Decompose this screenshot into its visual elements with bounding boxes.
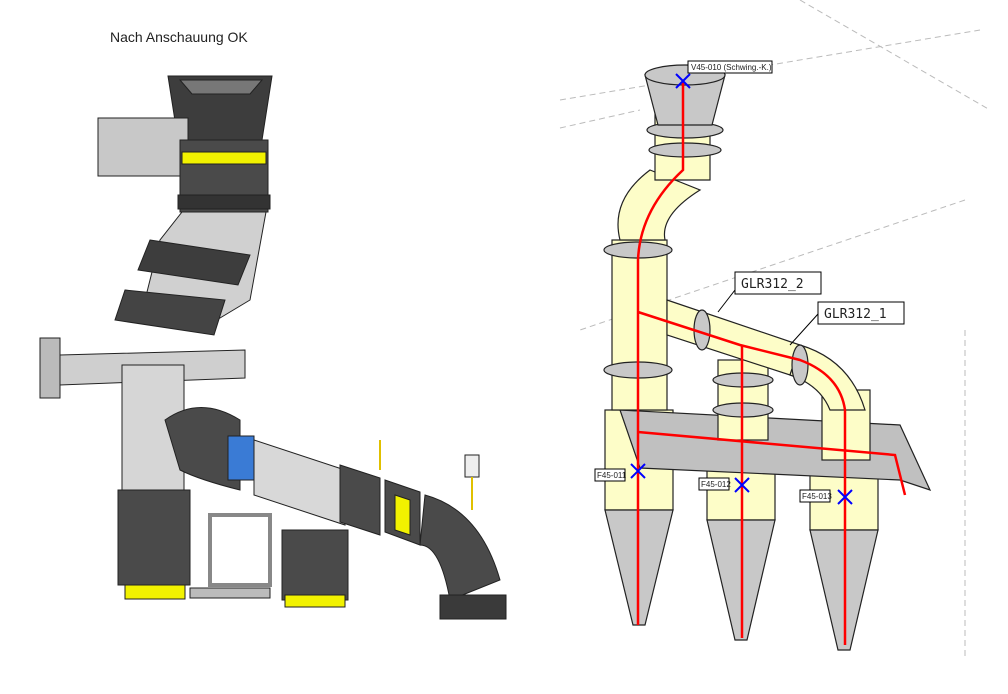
label-f45-011: F45-011 xyxy=(594,468,627,482)
svg-text:GLR312_2: GLR312_2 xyxy=(741,277,804,292)
caption: Nach Anschauung OK xyxy=(110,29,248,45)
yellow-ring xyxy=(181,151,267,165)
callout-glr312-1: GLR312_1 xyxy=(789,301,905,346)
callout-glr312-2: GLR312_2 xyxy=(717,271,822,313)
svg-text:F45-013: F45-013 xyxy=(802,492,832,501)
schematic: V45-010 (Schwing.-K.) GLR312_2 GLR312_1 … xyxy=(559,0,991,660)
label-top: V45-010 (Schwing.-K.) xyxy=(687,60,773,74)
cyclones xyxy=(603,64,932,651)
svg-text:F45-011: F45-011 xyxy=(597,471,627,480)
center-line-route xyxy=(636,80,907,645)
render-3d xyxy=(39,75,507,620)
svg-text:V45-010 (Schwing.-K.): V45-010 (Schwing.-K.) xyxy=(691,63,772,72)
stand xyxy=(208,513,272,587)
support-beam-top xyxy=(97,117,189,177)
svg-text:GLR312_1: GLR312_1 xyxy=(824,307,887,322)
blue-ring xyxy=(227,435,255,481)
pipe-lower-middle xyxy=(281,529,349,601)
elbow-left xyxy=(164,407,241,491)
elbow-right xyxy=(419,494,501,601)
pipe-lower-left xyxy=(117,489,191,586)
measure-points xyxy=(630,73,853,505)
label-f45-012: F45-012 xyxy=(698,477,731,491)
instrument xyxy=(464,454,480,478)
pipe-vertical-1 xyxy=(611,239,668,411)
svg-text:F45-012: F45-012 xyxy=(701,480,731,489)
label-f45-013: F45-013 xyxy=(799,489,832,503)
duct-horizontal xyxy=(253,439,346,526)
